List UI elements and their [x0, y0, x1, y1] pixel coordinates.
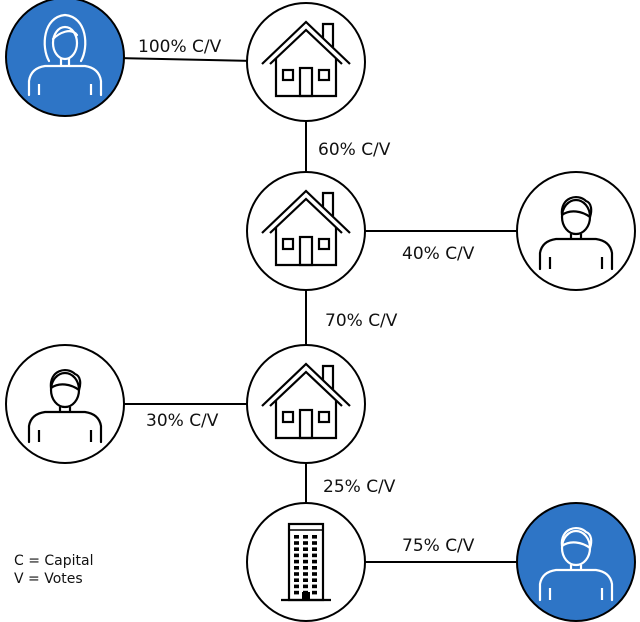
legend-capital: C = Capital: [14, 553, 94, 569]
edge-label-man-left-house-3: 30% C/V: [146, 411, 219, 431]
legend: C = Capital V = Votes: [14, 553, 94, 587]
node-person-man-right: [516, 171, 636, 291]
node-house-1: [246, 2, 366, 122]
node-circle: [516, 502, 636, 622]
house-icon: [261, 189, 351, 267]
edge-label-building-man-bottom: 75% C/V: [402, 536, 475, 556]
edge-label-house-2-house-3: 70% C/V: [325, 311, 398, 331]
house-icon: [261, 362, 351, 440]
legend-votes: V = Votes: [14, 571, 83, 587]
node-circle: [516, 171, 636, 291]
house-icon: [261, 20, 351, 98]
node-person-woman: [5, 0, 125, 117]
node-person-man-bottom: [516, 502, 636, 622]
edge-label-house-2-man-right: 40% C/V: [402, 244, 475, 264]
node-house-2: [246, 171, 366, 291]
node-circle: [5, 344, 125, 464]
node-building: [246, 502, 366, 622]
node-house-3: [246, 344, 366, 464]
office-building-icon: [281, 522, 331, 602]
nodes-layer: [5, 0, 636, 622]
edge-label-woman-house-1: 100% C/V: [138, 37, 222, 57]
node-person-man-left: [5, 344, 125, 464]
man-person-icon: [27, 369, 103, 444]
man-person-icon: [538, 527, 614, 602]
man-person-icon: [538, 196, 614, 271]
woman-person-icon: [27, 13, 103, 97]
edges-layer: [64, 56, 576, 563]
edge-label-house-3-building: 25% C/V: [323, 477, 396, 497]
edge-label-house-1-house-2: 60% C/V: [318, 140, 391, 160]
